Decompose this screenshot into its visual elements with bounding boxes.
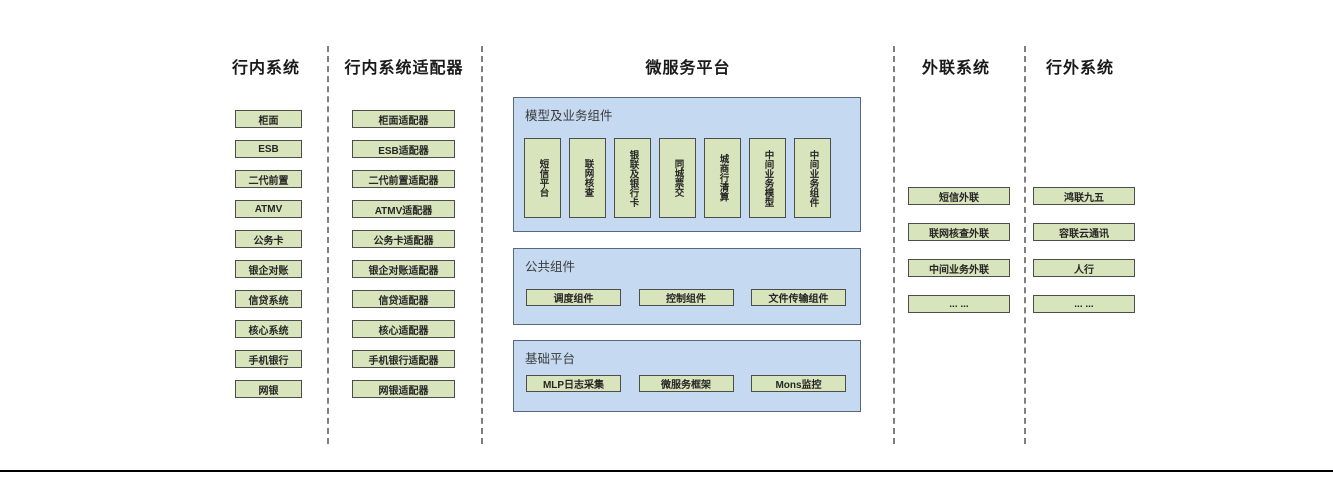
adapter-box: 二代前置适配器 <box>352 170 455 188</box>
component-box: 中间业务模型 <box>749 138 786 218</box>
panel-model-business-components: 模型及业务组件 短信平台 联网核查 银联及银行卡 同城票交 城商行清算 中间业务… <box>513 97 861 232</box>
component-box: 城商行清算 <box>704 138 741 218</box>
column-separator-2 <box>481 46 483 444</box>
component-label: 中间业务组件 <box>807 149 819 207</box>
adapter-box: ATMV适配器 <box>352 200 455 218</box>
system-box: 信贷系统 <box>235 290 302 308</box>
adapter-box: 核心适配器 <box>352 320 455 338</box>
component-box: 短信平台 <box>524 138 561 218</box>
outside-box: 鸿联九五 <box>1033 187 1135 205</box>
component-label: 同城票交 <box>672 159 684 197</box>
header-microservice-platform: 微服务平台 <box>645 60 731 77</box>
adapter-box: 公务卡适配器 <box>352 230 455 248</box>
external-box: 短信外联 <box>908 187 1010 205</box>
system-box: 柜面 <box>235 110 302 128</box>
panel-base-platform: 基础平台 MLP日志采集 微服务框架 Mons监控 <box>513 340 861 412</box>
outside-systems-column: 鸿联九五 容联云通讯 人行 ... ... <box>1033 187 1135 313</box>
system-box: ESB <box>235 140 302 158</box>
component-label: 短信平台 <box>537 159 549 197</box>
component-box: 微服务框架 <box>638 375 734 392</box>
external-link-column: 短信外联 联网核查外联 中间业务外联 ... ... <box>908 187 1010 313</box>
external-box: ... ... <box>908 295 1010 313</box>
outside-box: 人行 <box>1033 259 1135 277</box>
component-box: 联网核查 <box>569 138 606 218</box>
bottom-border-line <box>0 470 1333 472</box>
component-box: 文件传输组件 <box>751 289 846 306</box>
component-box: 控制组件 <box>638 289 734 306</box>
panel-title: 基础平台 <box>525 352 576 366</box>
external-box: 联网核查外联 <box>908 223 1010 241</box>
system-box: 手机银行 <box>235 350 302 368</box>
vertical-component-row: 短信平台 联网核查 银联及银行卡 同城票交 城商行清算 中间业务模型 中间业务组… <box>524 138 831 218</box>
component-label: 银联及银行卡 <box>627 149 639 207</box>
header-external-link-systems: 外联系统 <box>921 60 990 77</box>
panel-common-components: 公共组件 调度组件 控制组件 文件传输组件 <box>513 248 861 325</box>
header-internal-adapters: 行内系统适配器 <box>344 60 464 77</box>
column-separator-3 <box>893 46 895 444</box>
system-box: 银企对账 <box>235 260 302 278</box>
outside-box: ... ... <box>1033 295 1135 313</box>
component-row: MLP日志采集 微服务框架 Mons监控 <box>526 375 846 392</box>
column-separator-4 <box>1024 46 1026 444</box>
system-box: 核心系统 <box>235 320 302 338</box>
outside-box: 容联云通讯 <box>1033 223 1135 241</box>
component-box: 中间业务组件 <box>794 138 831 218</box>
adapter-box: ESB适配器 <box>352 140 455 158</box>
adapter-box: 网银适配器 <box>352 380 455 398</box>
column-separator-1 <box>327 46 329 444</box>
component-box: Mons监控 <box>751 375 846 392</box>
component-label: 城商行清算 <box>717 154 729 202</box>
external-box: 中间业务外联 <box>908 259 1010 277</box>
panel-title: 模型及业务组件 <box>525 109 613 123</box>
system-box: 网银 <box>235 380 302 398</box>
internal-adapters-column: 柜面适配器 ESB适配器 二代前置适配器 ATMV适配器 公务卡适配器 银企对账… <box>352 110 455 398</box>
panel-title: 公共组件 <box>525 260 576 274</box>
system-box: 公务卡 <box>235 230 302 248</box>
header-outside-systems: 行外系统 <box>1045 60 1114 77</box>
adapter-box: 银企对账适配器 <box>352 260 455 278</box>
component-label: 联网核查 <box>582 159 594 197</box>
system-box: ATMV <box>235 200 302 218</box>
component-box: MLP日志采集 <box>526 375 621 392</box>
component-box: 银联及银行卡 <box>614 138 651 218</box>
component-row: 调度组件 控制组件 文件传输组件 <box>526 289 846 306</box>
header-internal-systems: 行内系统 <box>231 60 300 77</box>
component-label: 中间业务模型 <box>762 149 774 207</box>
internal-systems-column: 柜面 ESB 二代前置 ATMV 公务卡 银企对账 信贷系统 核心系统 手机银行… <box>235 110 302 398</box>
adapter-box: 柜面适配器 <box>352 110 455 128</box>
adapter-box: 信贷适配器 <box>352 290 455 308</box>
adapter-box: 手机银行适配器 <box>352 350 455 368</box>
system-box: 二代前置 <box>235 170 302 188</box>
component-box: 调度组件 <box>526 289 621 306</box>
component-box: 同城票交 <box>659 138 696 218</box>
